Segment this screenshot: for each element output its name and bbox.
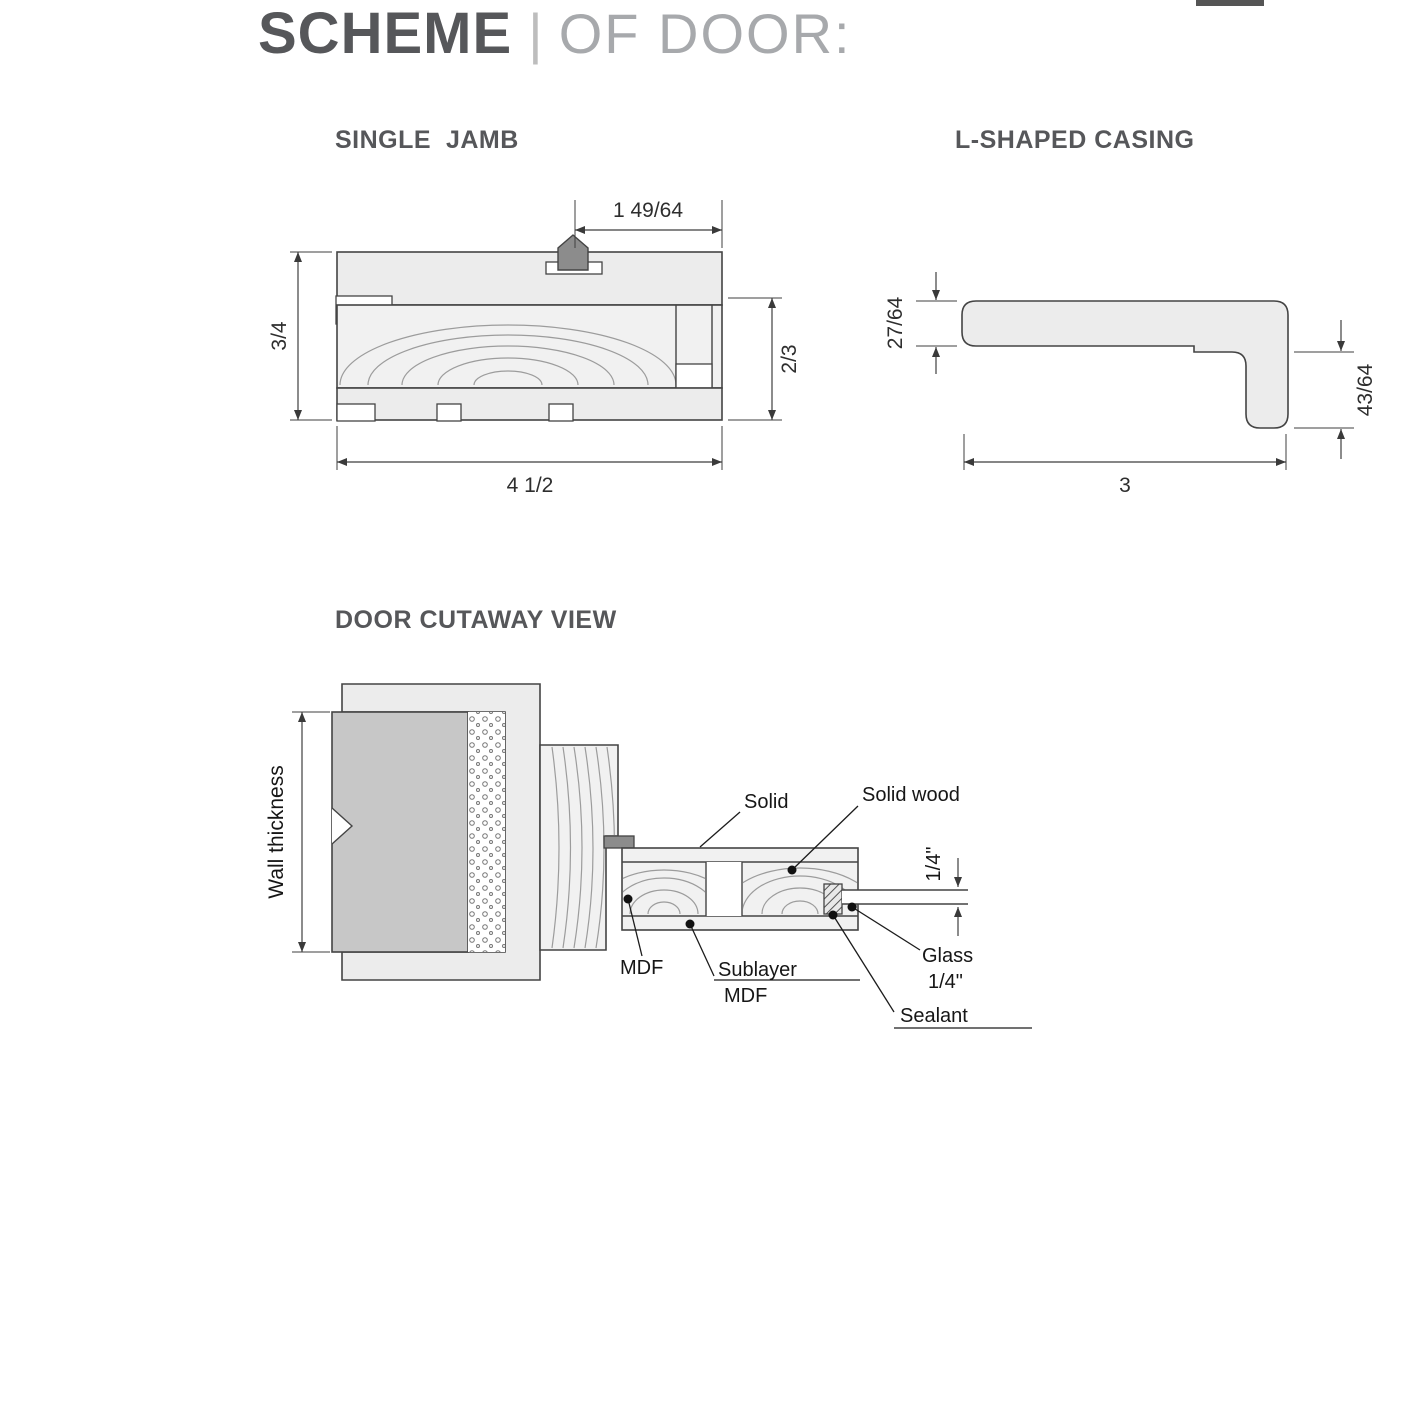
sublayer-gap	[706, 862, 742, 916]
label-solid: Solid	[744, 791, 788, 813]
callout-sublayer-mdf: Sublayer MDF	[685, 919, 860, 1007]
single-jamb-drawing: 1 49/64 3/4 2/3 4 1/2	[268, 199, 801, 497]
dim-casing-right-value: 43/64	[1354, 363, 1377, 416]
dim-wall-thickness: Wall thickness	[265, 711, 330, 953]
gasket-seal	[557, 234, 589, 271]
callout-mdf: MDF	[620, 894, 663, 979]
dim-jamb-top-value: 1 49/64	[613, 199, 683, 222]
dim-jamb-bottom: 4 1/2	[336, 426, 723, 497]
label-sublayer-line2: MDF	[724, 985, 767, 1007]
bottom-notch-left	[336, 403, 376, 422]
label-solid-wood: Solid wood	[862, 784, 960, 806]
heading-door-cutaway-view: DOOR CUTAWAY VIEW	[335, 606, 617, 634]
callout-sealant: Sealant	[828, 910, 1032, 1029]
jamb-top-plate	[336, 251, 723, 306]
title-primary: SCHEME	[258, 1, 513, 66]
page-title: SCHEME | OF DOOR:	[258, 0, 852, 67]
jamb-right-notch	[675, 363, 713, 389]
dim-casing-bottom-value: 3	[1119, 474, 1131, 497]
label-sublayer-line1: Sublayer	[718, 959, 797, 981]
label-mdf: MDF	[620, 957, 663, 979]
bottom-notch-mid1	[436, 403, 462, 422]
foam-layer	[468, 712, 505, 952]
label-wall-thickness: Wall thickness	[265, 765, 288, 898]
dim-jamb-left-value: 3/4	[268, 321, 291, 351]
callout-glass: Glass 1/4"	[847, 902, 973, 993]
dim-jamb-left: 3/4	[268, 251, 332, 421]
casing-profile	[961, 300, 1289, 429]
l-shaped-casing-drawing: 27/64 43/64 3	[884, 272, 1377, 497]
sealant-block	[823, 883, 843, 915]
dim-glass-thickness: 1/4"	[923, 847, 962, 936]
jamb-core-grain	[339, 324, 677, 386]
heading-l-shaped-casing: L-SHAPED CASING	[955, 126, 1195, 154]
dim-jamb-right: 2/3	[728, 297, 801, 421]
hinge-block	[603, 835, 635, 849]
callout-solid: Solid	[699, 791, 788, 848]
heading-single-jamb: SINGLE JAMB	[335, 126, 519, 154]
glass-pane	[842, 890, 968, 904]
dim-jamb-bottom-value: 4 1/2	[507, 474, 554, 497]
dim-casing-left: 27/64	[884, 272, 957, 374]
dim-casing-left-value: 27/64	[884, 296, 907, 349]
door-cutaway-drawing: Wall thickness 1/4" Solid Solid wood	[265, 683, 1032, 1029]
dim-jamb-top: 1 49/64	[574, 199, 723, 248]
label-glass-gap: 1/4"	[923, 847, 945, 882]
jamb-board-grain	[551, 746, 616, 949]
dim-casing-bottom: 3	[963, 434, 1287, 497]
slab-grain-left	[623, 869, 705, 915]
bottom-notch-mid2	[548, 403, 574, 422]
dim-jamb-right-value: 2/3	[778, 344, 801, 373]
cropped-artifact	[1196, 0, 1264, 6]
label-glass-line2: 1/4"	[928, 971, 963, 993]
title-divider: |	[528, 2, 543, 65]
label-glass-line1: Glass	[922, 945, 973, 967]
wall-break-mark	[331, 807, 354, 845]
dim-casing-right: 43/64	[1294, 320, 1377, 459]
jamb-bottom-plate	[336, 387, 723, 421]
title-secondary: OF DOOR:	[558, 2, 852, 65]
label-sealant: Sealant	[900, 1005, 968, 1027]
callout-solid-wood: Solid wood	[787, 784, 960, 875]
wall-block	[331, 711, 469, 953]
